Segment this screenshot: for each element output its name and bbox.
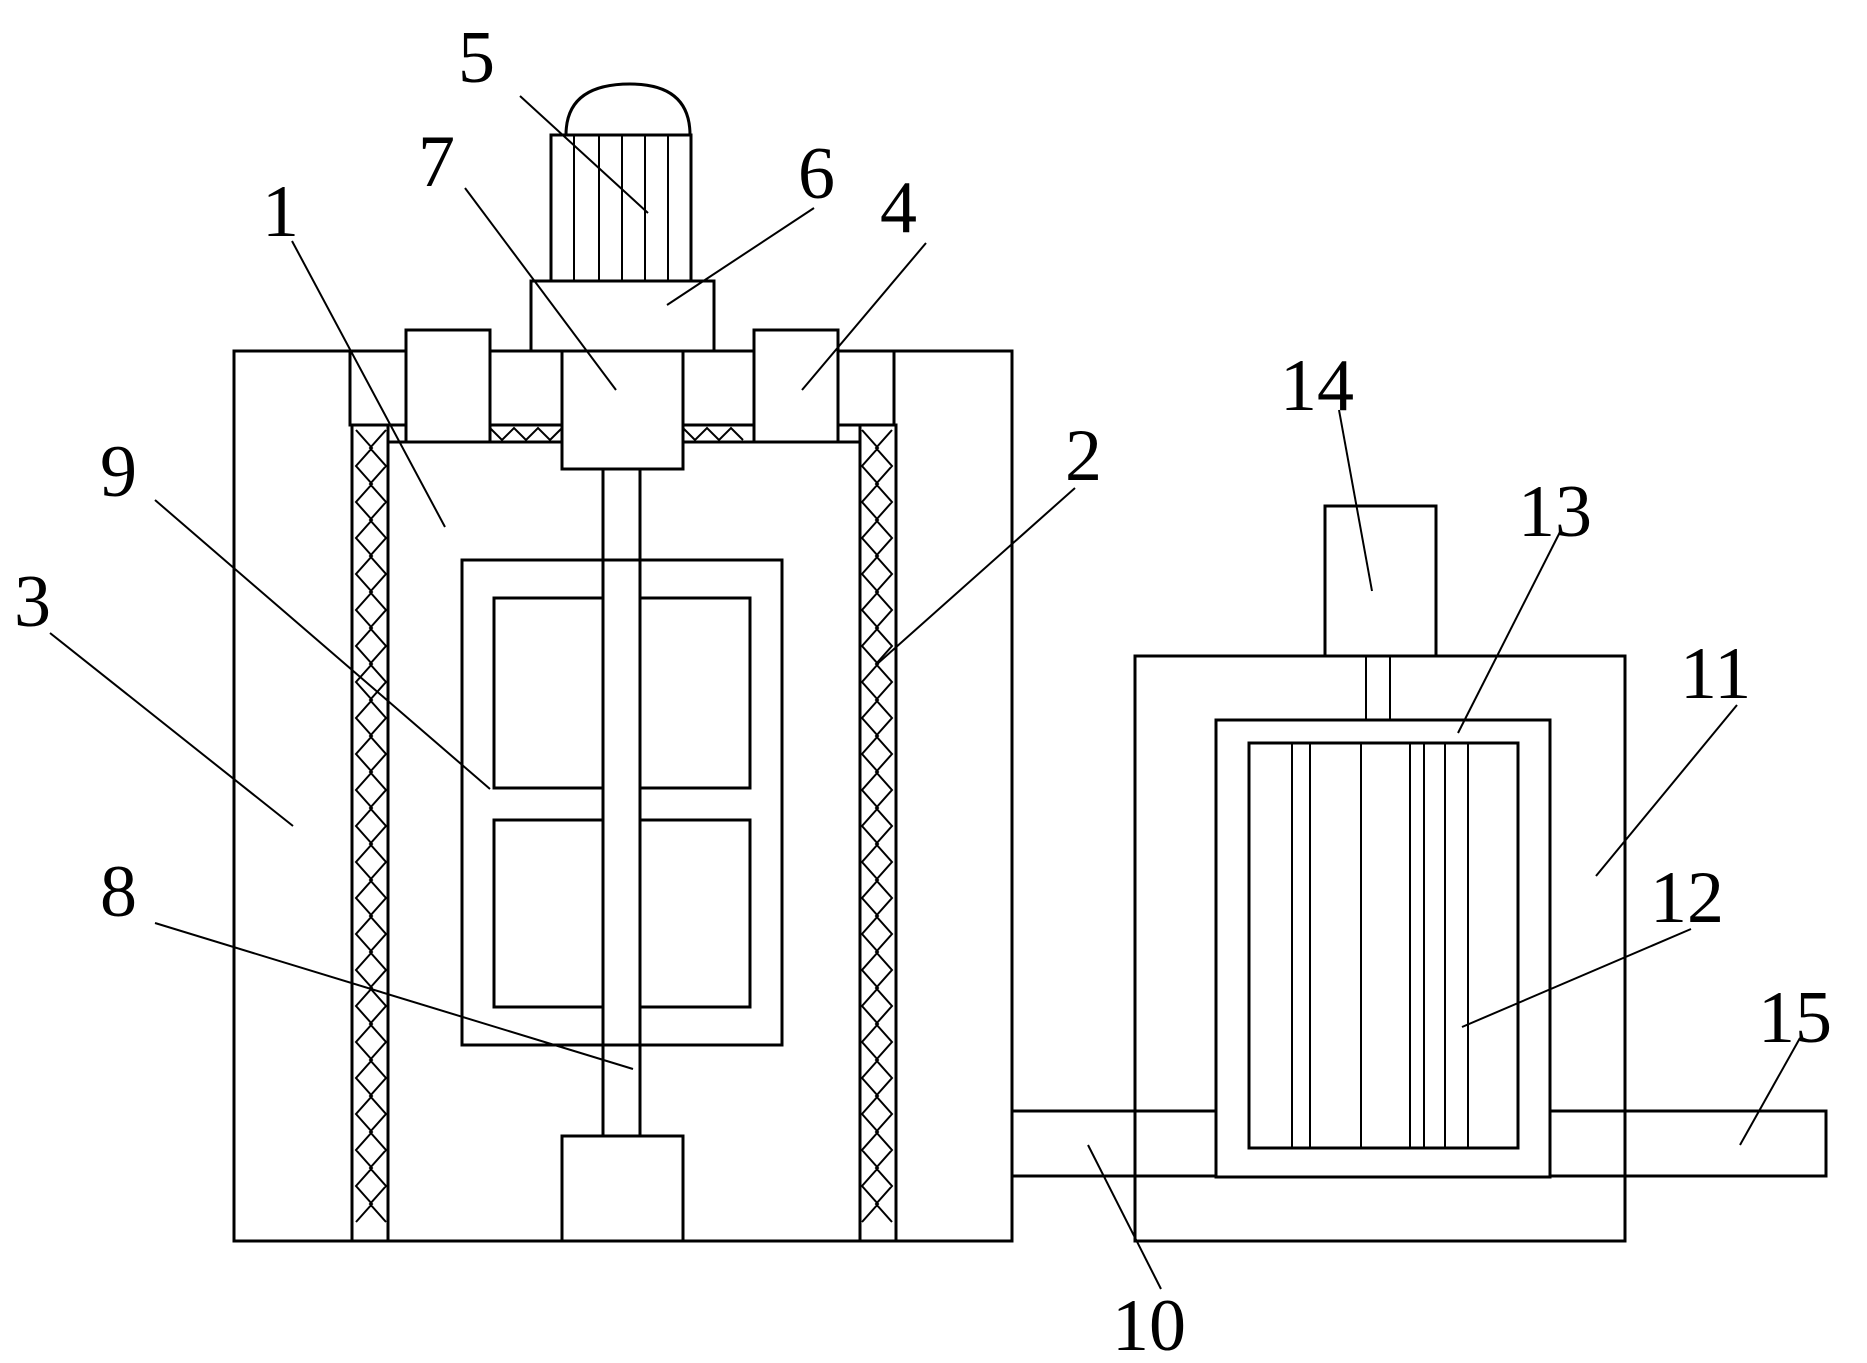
label-7: 7 [418, 121, 455, 203]
paddle-pane-bottom-right [638, 818, 752, 1009]
label-3: 3 [14, 561, 51, 643]
paddle-pane-top-left [492, 596, 605, 790]
filter-element-slats [1291, 743, 1469, 1148]
label-9: 9 [100, 431, 137, 513]
filter-element [1247, 741, 1520, 1150]
label-11: 11 [1680, 633, 1751, 715]
insulation-left-pattern [354, 429, 388, 1223]
label-6: 6 [798, 133, 835, 215]
insulation-top-pattern [489, 426, 744, 442]
label-15: 15 [1758, 977, 1832, 1059]
coupling [560, 349, 685, 471]
label-13: 13 [1518, 471, 1592, 553]
post-right [752, 328, 840, 444]
filter-box [1214, 718, 1552, 1179]
label-14: 14 [1280, 345, 1354, 427]
paddle-frame [460, 558, 784, 1047]
pipe-right [1548, 1109, 1828, 1178]
pipe-left [1010, 1109, 1218, 1178]
label-5: 5 [458, 17, 495, 99]
label-4: 4 [880, 167, 917, 249]
top-motor [1323, 504, 1438, 658]
stirring-shaft [601, 467, 642, 1138]
motor-dome [564, 82, 692, 137]
label-10: 10 [1112, 1285, 1186, 1363]
insulation-right-pattern [860, 429, 894, 1223]
post-left [404, 328, 492, 444]
bottom-bearing [560, 1134, 685, 1243]
paddle-pane-top-right [638, 596, 752, 790]
label-8: 8 [100, 851, 137, 933]
label-2: 2 [1065, 415, 1102, 497]
label-1: 1 [262, 171, 299, 253]
motor-fins [573, 135, 669, 281]
paddle-pane-bottom-left [492, 818, 605, 1009]
leader-lines [49, 95, 1801, 1290]
label-12: 12 [1650, 857, 1724, 939]
